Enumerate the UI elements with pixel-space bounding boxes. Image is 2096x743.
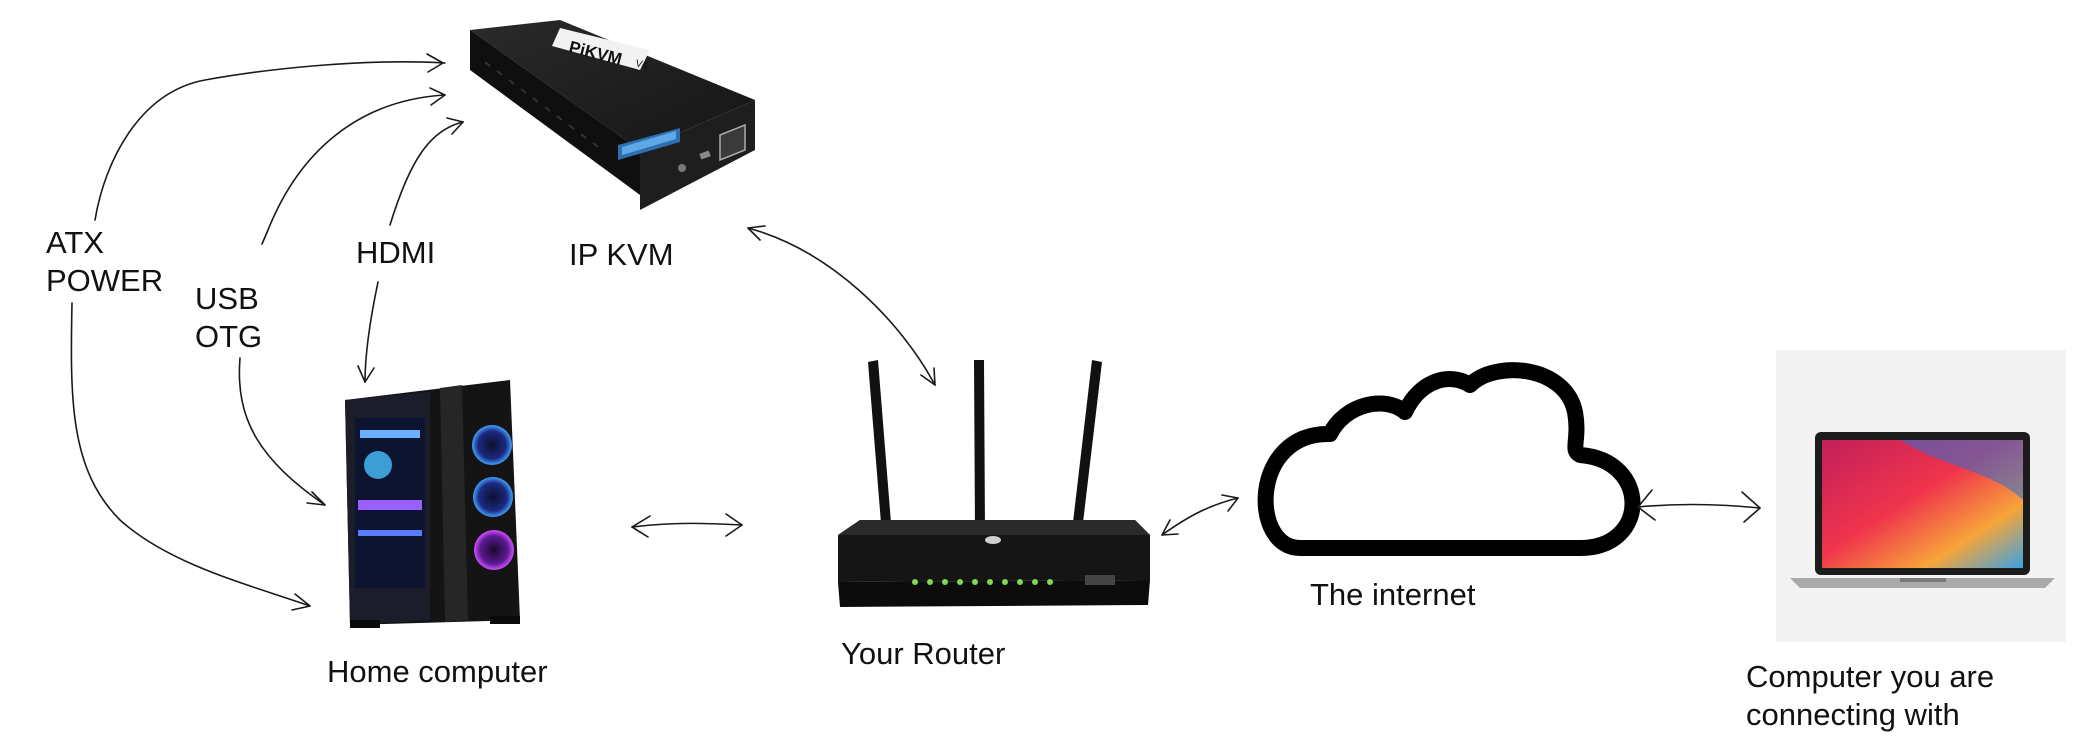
atx-power-cable: [94, 61, 446, 221]
pikvm-model-text: V4: [634, 58, 649, 72]
pc-router-link: [631, 522, 743, 528]
usb-label-line2: OTG: [195, 319, 263, 354]
laptop-icon: [1776, 350, 2066, 642]
atx-label-line2: POWER: [46, 263, 164, 298]
router-label: Your Router: [841, 636, 1006, 671]
ipkvm-label: IP KVM: [569, 237, 674, 272]
remote-label-line1: Computer you are: [1746, 659, 1995, 694]
usb-otg-cable: [261, 94, 446, 245]
atx-power-label: ATX POWER: [46, 224, 163, 300]
connection-lines: [70, 53, 1761, 611]
internet-label: The internet: [1310, 577, 1476, 612]
usb-label-line1: USB: [195, 281, 259, 316]
hdmi-label: HDMI: [356, 235, 436, 270]
pikvm-device-icon: PiKVM V4: [470, 20, 755, 210]
usb-otg-label: USB OTG: [195, 280, 262, 356]
kvm-router-link: [747, 227, 936, 386]
wifi-router-icon: [838, 360, 1150, 607]
desktop-tower-icon: [345, 380, 520, 628]
remote-computer-label: Computer you are connecting with: [1746, 658, 1994, 734]
home-computer-label: Home computer: [327, 654, 548, 689]
remote-label-line2: connecting with: [1746, 697, 1960, 732]
cloud-icon: [1257, 362, 1641, 556]
internet-laptop-link: [1637, 503, 1761, 509]
atx-label-line1: ATX: [46, 225, 104, 260]
hdmi-cable: [389, 121, 464, 226]
router-internet-link: [1161, 497, 1239, 536]
